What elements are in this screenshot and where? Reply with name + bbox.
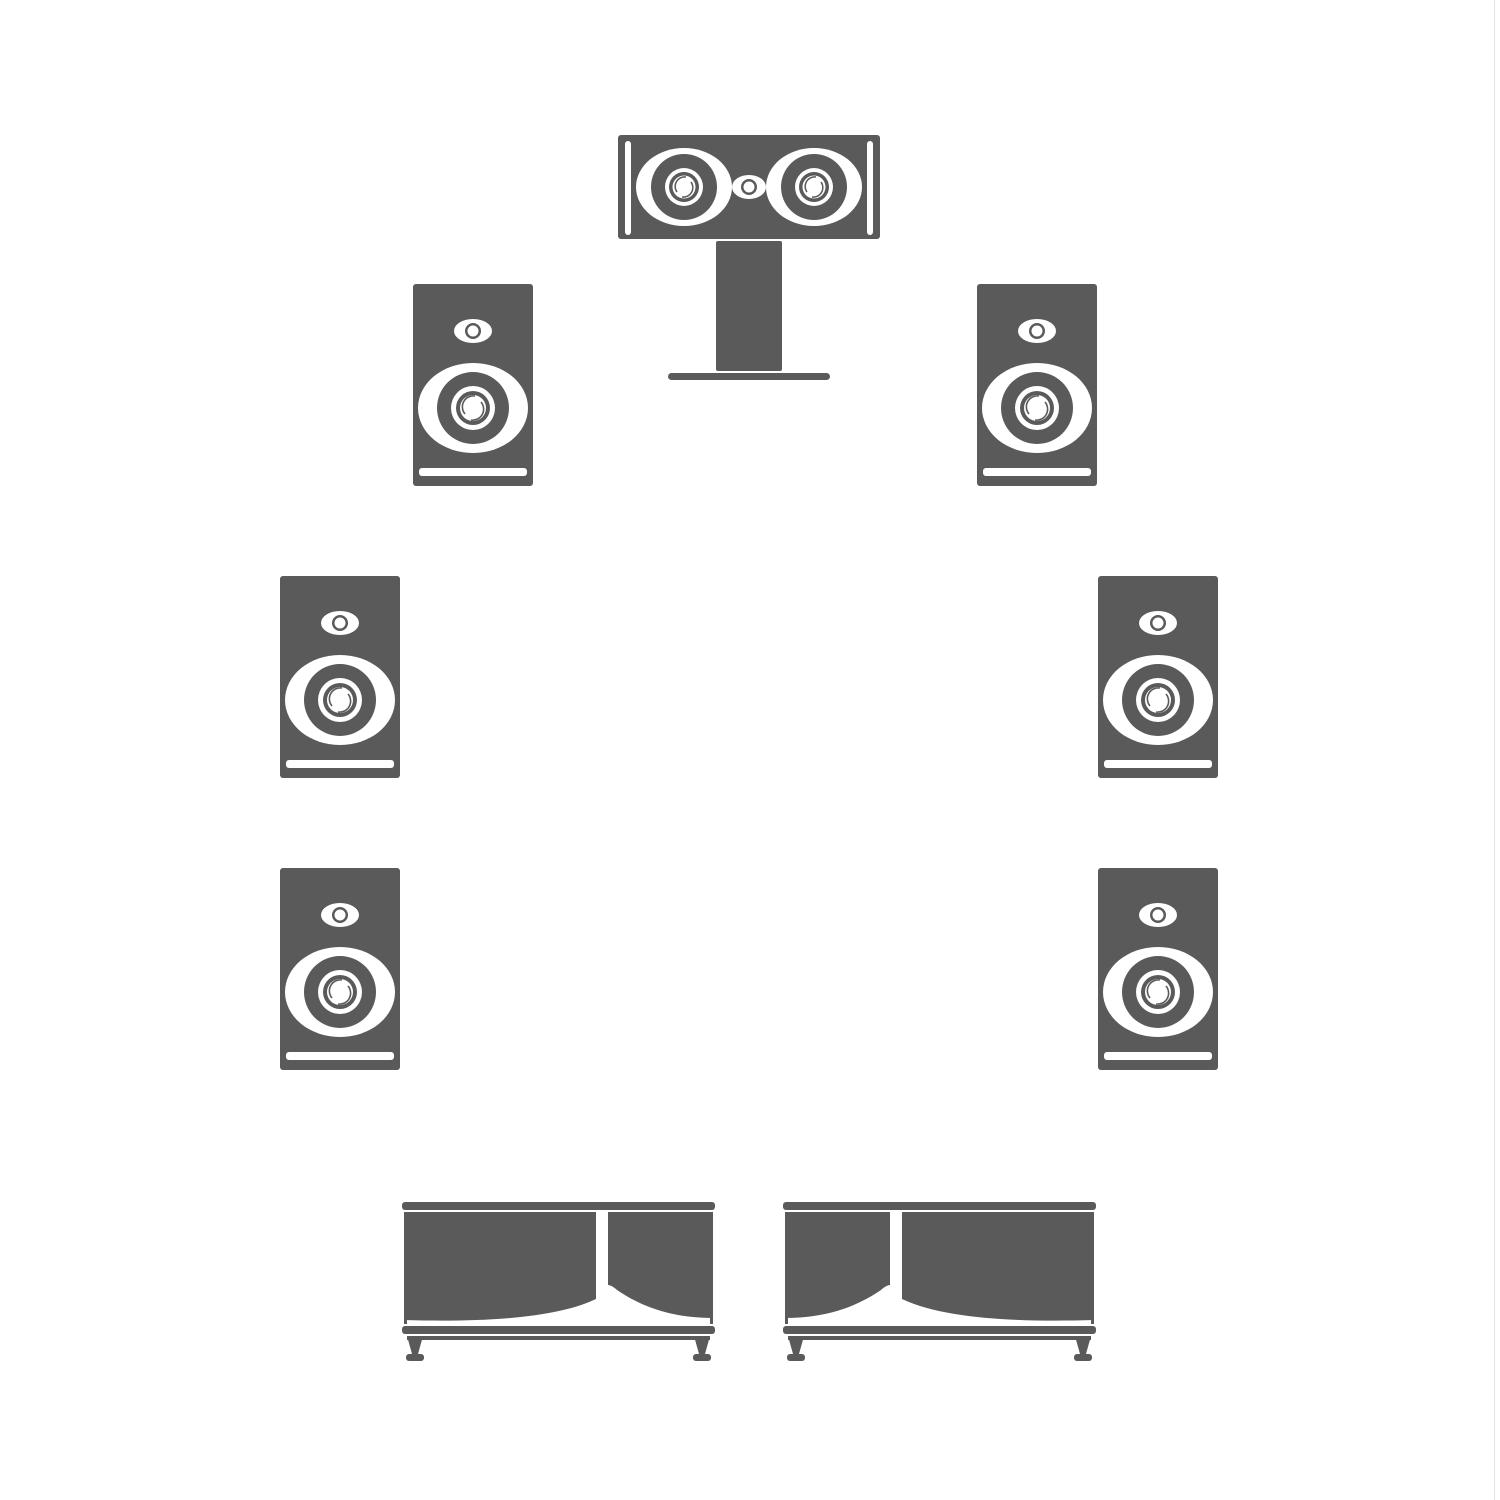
center-speaker-icon [617, 134, 881, 381]
front-right-speaker-icon [976, 283, 1098, 487]
subwoofer-right-icon [783, 1202, 1096, 1361]
rear-right-speaker-icon [1097, 867, 1219, 1071]
right-edge-line [1494, 0, 1495, 1500]
rear-left-speaker-icon [279, 867, 401, 1071]
side-left-speaker-icon [279, 575, 401, 779]
front-left-speaker-icon [412, 283, 534, 487]
side-right-speaker-icon [1097, 575, 1219, 779]
subwoofer-left-icon [402, 1202, 715, 1361]
